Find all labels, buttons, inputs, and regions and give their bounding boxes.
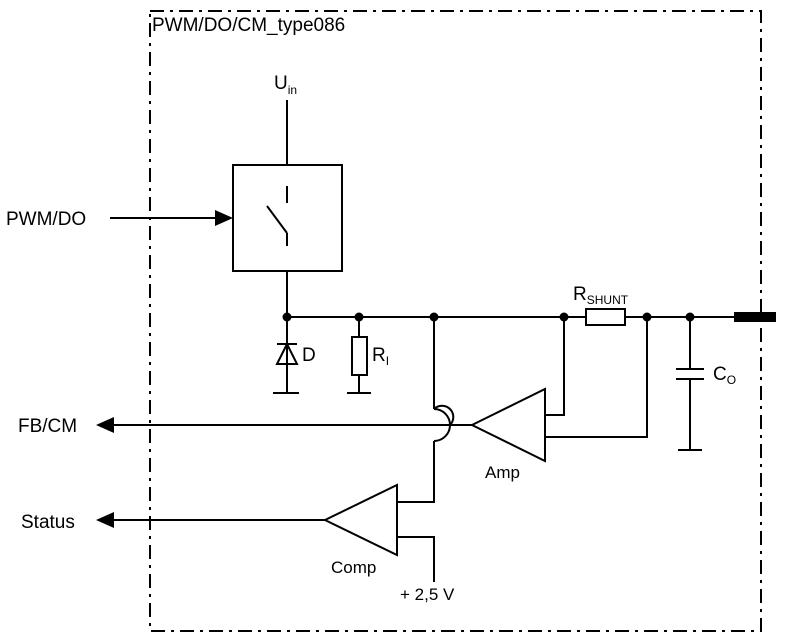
reference-wire [397,536,435,582]
status-arrow-icon [96,512,114,528]
module-title: PWM/DO/CM_type086 [152,15,345,36]
resistor [347,317,371,394]
comparator-label: Comp [331,558,376,577]
fb-cm-arrow-icon [96,417,114,433]
output-terminal [734,312,776,322]
crossover-hop [433,404,455,426]
fb-cm-output-label: FB/CM [18,416,77,437]
comparator [322,483,398,557]
module-boundary [149,10,762,632]
amplifier-label: Amp [485,463,520,482]
capacitor-label: CO [713,364,736,387]
shunt-resistor [585,308,626,326]
amplifier [469,387,546,463]
amp-input-wire [545,317,565,416]
switch-block [232,164,343,272]
supply-label: Uin [274,73,297,97]
status-output-label: Status [21,512,75,533]
comparator-sense-wire [397,441,435,503]
diode-label: D [302,345,316,366]
amp-input-wire [545,317,648,438]
reference-label: + 2,5 V [400,585,455,604]
pwm-input-arrow-icon [215,210,233,226]
diode [273,317,299,394]
pwm-do-input-label: PWM/DO [6,209,86,230]
shunt-label: RSHUNT [573,284,629,307]
resistor-label: RI [372,345,389,368]
capacitor [676,317,704,451]
